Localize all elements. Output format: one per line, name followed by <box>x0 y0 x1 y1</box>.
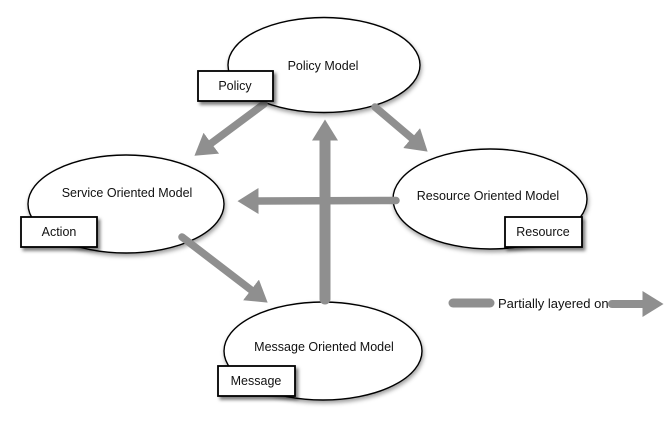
service-oriented-model-label: Service Oriented Model <box>62 186 193 200</box>
node-policy-model: Policy Model <box>227 16 421 114</box>
legend-label: Partially layered on <box>498 296 609 311</box>
message-oriented-model-label: Message Oriented Model <box>254 340 394 354</box>
action-tag-rect <box>20 216 98 248</box>
tag-box-policy: Policy <box>197 70 274 102</box>
tag-box-action: Action <box>20 216 98 248</box>
tag-box-message: Message <box>217 365 296 397</box>
policy-tag-label: Policy <box>218 79 252 93</box>
edge-service-to-message <box>178 233 268 303</box>
edge-policy-to-resource <box>371 103 428 152</box>
action-tag-label: Action <box>42 225 77 239</box>
message-tag-label: Message <box>231 374 282 388</box>
tag-box-resource: Resource <box>504 216 583 248</box>
resource-oriented-model-label: Resource Oriented Model <box>417 189 559 203</box>
legend: Partially layered on <box>448 291 664 317</box>
resource-tag-label: Resource <box>516 225 570 239</box>
edge-policy-to-service <box>194 100 268 156</box>
message-tag-rect <box>217 365 296 397</box>
edge-resource-to-service <box>237 187 400 214</box>
policy-tag-rect <box>197 70 274 102</box>
policy-model-ellipse <box>227 16 421 114</box>
policy-model-label: Policy Model <box>288 59 359 73</box>
resource-tag-rect <box>504 216 583 248</box>
